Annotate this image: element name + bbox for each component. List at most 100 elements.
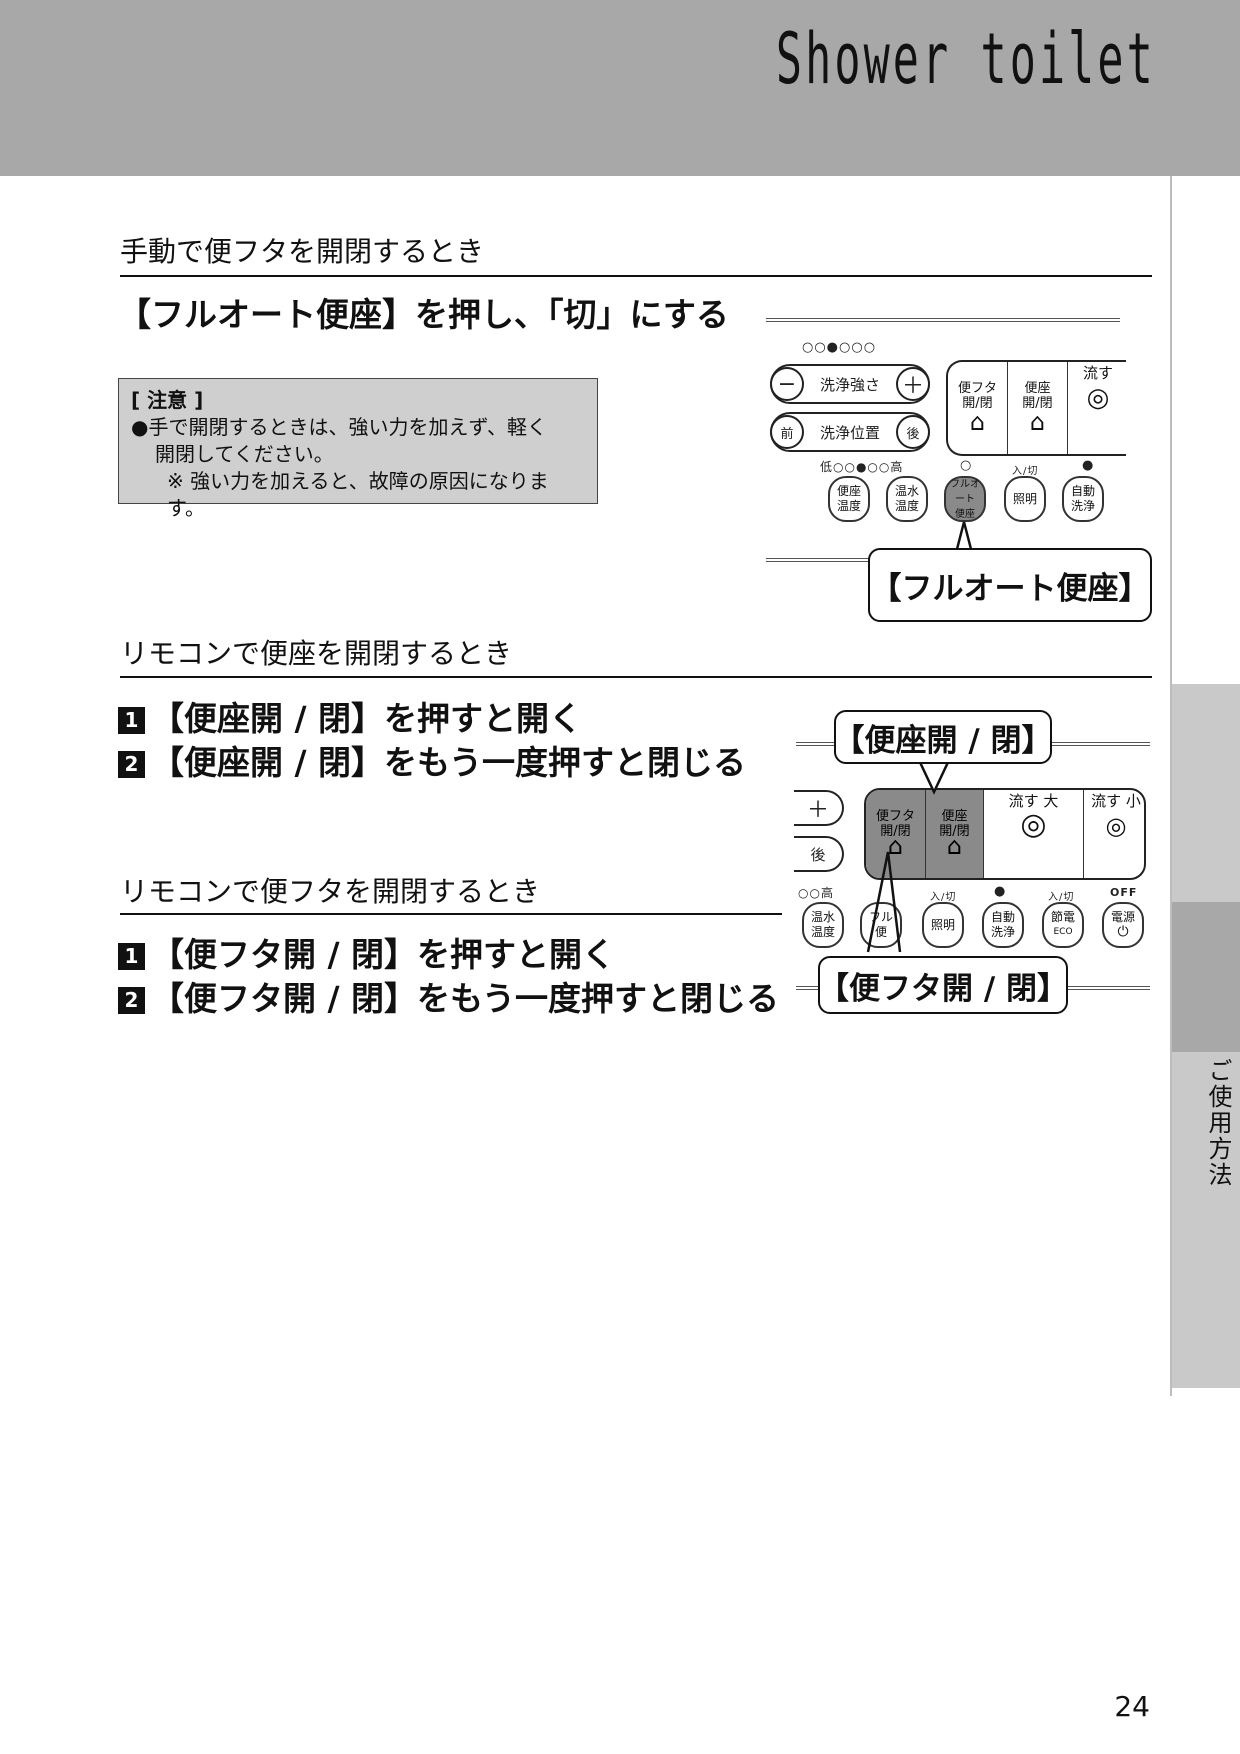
- wash-strength-label: 洗浄強さ: [819, 375, 880, 394]
- step-number: 1: [118, 943, 145, 970]
- step-number: 2: [118, 987, 145, 1014]
- flush-label: 流す: [1082, 364, 1113, 382]
- divider-line: [796, 742, 836, 746]
- callout-lid-open-close: 【便フタ開 / 閉】: [818, 956, 1068, 1014]
- plus-button[interactable]: ＋: [896, 367, 930, 401]
- callout-pointer-seat: [916, 757, 952, 795]
- flush-small-label: 流す 小: [1091, 792, 1141, 810]
- auto-wash-status-dot: ●: [1082, 458, 1095, 473]
- flush-small-button[interactable]: 流す 小 ◎: [1084, 790, 1144, 878]
- full-auto-seat-button[interactable]: フルオート 便座: [944, 476, 986, 522]
- step-seat-open: 1【便座開 / 閉】を押すと開く: [118, 692, 582, 740]
- section-heading-remote-lid: リモコンで便フタを開閉するとき: [120, 875, 541, 908]
- strength-level-dots: ○○●○○○: [802, 340, 877, 355]
- seat-icon: ⌂: [946, 832, 963, 860]
- wash-position-label: 洗浄位置: [819, 423, 880, 442]
- power-save-button[interactable]: 節電 ECO: [1042, 902, 1084, 948]
- light-on-off-label: 入/切: [1012, 466, 1039, 477]
- divider-line: [766, 558, 870, 562]
- brand-logo: Shower toilet: [776, 18, 1156, 100]
- full-auto-status-dot: ○: [960, 458, 973, 473]
- lid-open-close-label: 便フタ 開/閉: [957, 381, 997, 411]
- seat-open-close-label: 便座 開/閉: [939, 809, 970, 839]
- seat-open-close-label: 便座 開/閉: [1022, 381, 1053, 411]
- side-tab-label: ご使用方法: [1204, 1058, 1232, 1188]
- wash-position-control[interactable]: 前 洗浄位置 後: [770, 412, 930, 452]
- callout-pointer-lid: [866, 851, 902, 953]
- section-rule: [120, 913, 782, 915]
- front-button[interactable]: 前: [770, 415, 804, 449]
- divider-line: [796, 986, 818, 990]
- power-label: 電源: [1110, 910, 1135, 924]
- step-lid-open: 1【便フタ開 / 閉】を押すと開く: [118, 928, 615, 976]
- caution-line: ●手で開閉するときは、強い力を加えず、軽く: [131, 415, 548, 439]
- caution-note: ※ 強い力を加えると、故障の原因になります。: [167, 469, 549, 520]
- divider-line: [1066, 986, 1150, 990]
- step-seat-close: 2【便座開 / 閉】をもう一度押すと閉じる: [118, 736, 746, 784]
- light-on-off-label: 入/切: [930, 892, 957, 903]
- open-close-panel: 便フタ 開/閉 ⌂ 便座 開/閉 ⌂ 流す 大 ◎ 流す 小 ◎: [864, 788, 1146, 880]
- flush-large-button[interactable]: 流す 大 ◎: [984, 790, 1084, 878]
- power-save-on-off-label: 入/切: [1048, 892, 1075, 903]
- water-temp-button[interactable]: 温水 温度: [802, 902, 844, 948]
- plus-button[interactable]: ＋: [794, 790, 844, 826]
- seat-temp-button[interactable]: 便座 温度: [828, 476, 870, 522]
- temp-level-dots: 低○○●○○高: [820, 460, 904, 474]
- wash-strength-control[interactable]: − 洗浄強さ ＋: [770, 364, 930, 404]
- callout-full-auto-seat: 【フルオート便座】: [868, 548, 1152, 622]
- back-button[interactable]: 後: [794, 836, 844, 872]
- flush-swirl-icon: ◎: [1020, 807, 1047, 842]
- header-band: [0, 0, 1240, 176]
- page-number: 24: [1114, 1690, 1150, 1723]
- seat-open-close-button[interactable]: 便座 開/閉 ⌂: [1008, 362, 1068, 454]
- margin-rule: [1170, 176, 1172, 1396]
- lid-open-close-button[interactable]: 便フタ 開/閉 ⌂: [866, 790, 926, 878]
- step-text: 【便座開 / 閉】を押すと開く: [151, 699, 583, 738]
- step-lid-close: 2【便フタ開 / 閉】をもう一度押すと閉じる: [118, 972, 779, 1020]
- water-temp-button[interactable]: 温水 温度: [886, 476, 928, 522]
- step-number: 2: [118, 751, 145, 778]
- light-button[interactable]: 照明: [922, 902, 964, 948]
- auto-wash-button[interactable]: 自動 洗浄: [982, 902, 1024, 948]
- section-rule: [120, 275, 1152, 277]
- power-icon: ⏻: [1117, 924, 1129, 940]
- open-close-panel: 便フタ 開/閉 ⌂ 便座 開/閉 ⌂ 流す ◎: [946, 360, 1126, 456]
- power-save-label: 節電: [1050, 910, 1075, 924]
- step-text: 【便フタ開 / 閉】を押すと開く: [151, 935, 616, 974]
- lid-icon: ⌂: [969, 408, 986, 436]
- lid-open-close-label: 便フタ 開/閉: [875, 809, 915, 839]
- caution-title: [ 注意 ]: [131, 388, 204, 412]
- side-tab-active: [1172, 902, 1240, 1052]
- minus-button[interactable]: −: [770, 367, 804, 401]
- step-full-auto-off: 【フルオート便座】を押し、「切」にする: [118, 295, 729, 334]
- step-text: 【便フタ開 / 閉】をもう一度押すと閉じる: [151, 979, 780, 1018]
- caution-line: 開閉してください。: [155, 442, 334, 466]
- temp-level-dots: ○○高: [798, 886, 834, 900]
- divider-line: [1050, 742, 1150, 746]
- light-button[interactable]: 照明: [1004, 476, 1046, 522]
- flush-large-label: 流す 大: [1008, 792, 1059, 810]
- remote-illustration-2: ＋ 後 便フタ 開/閉 ⌂ 便座 開/閉 ⌂ 流す 大 ◎ 流す 小 ◎ ○○高…: [794, 757, 1148, 954]
- step-text: 【便座開 / 閉】をもう一度押すと閉じる: [151, 743, 747, 782]
- lid-icon: ⌂: [887, 832, 904, 860]
- seat-open-close-button[interactable]: 便座 開/閉 ⌂: [926, 790, 984, 878]
- auto-wash-button[interactable]: 自動 洗浄: [1062, 476, 1104, 522]
- seat-icon: ⌂: [1029, 408, 1046, 436]
- callout-seat-open-close: 【便座開 / 閉】: [834, 710, 1052, 764]
- auto-wash-status-dot: ●: [994, 884, 1007, 899]
- flush-swirl-icon: ◎: [1086, 383, 1110, 413]
- side-tab-lower: [1172, 1052, 1240, 1388]
- step-number: 1: [118, 707, 145, 734]
- section-heading-remote-seat: リモコンで便座を開閉するとき: [120, 637, 513, 670]
- remote-illustration-1: ○○●○○○ − 洗浄強さ ＋ 前 洗浄位置 後 便フタ 開/閉 ⌂ 便座 開/…: [764, 330, 1126, 620]
- full-auto-seat-button[interactable]: フル 便: [860, 902, 902, 948]
- power-off-label: OFF: [1110, 886, 1138, 899]
- caution-box: [ 注意 ] ●手で開閉するときは、強い力を加えず、軽く 開閉してください。 ※…: [118, 378, 598, 520]
- flush-swirl-icon: ◎: [1105, 812, 1127, 840]
- back-button[interactable]: 後: [896, 415, 930, 449]
- side-tab-upper: [1172, 684, 1240, 902]
- lid-open-close-button[interactable]: 便フタ 開/閉 ⌂: [948, 362, 1008, 454]
- flush-button[interactable]: 流す ◎: [1068, 362, 1126, 454]
- divider-line: [766, 318, 1120, 322]
- power-button[interactable]: 電源 ⏻: [1102, 902, 1144, 948]
